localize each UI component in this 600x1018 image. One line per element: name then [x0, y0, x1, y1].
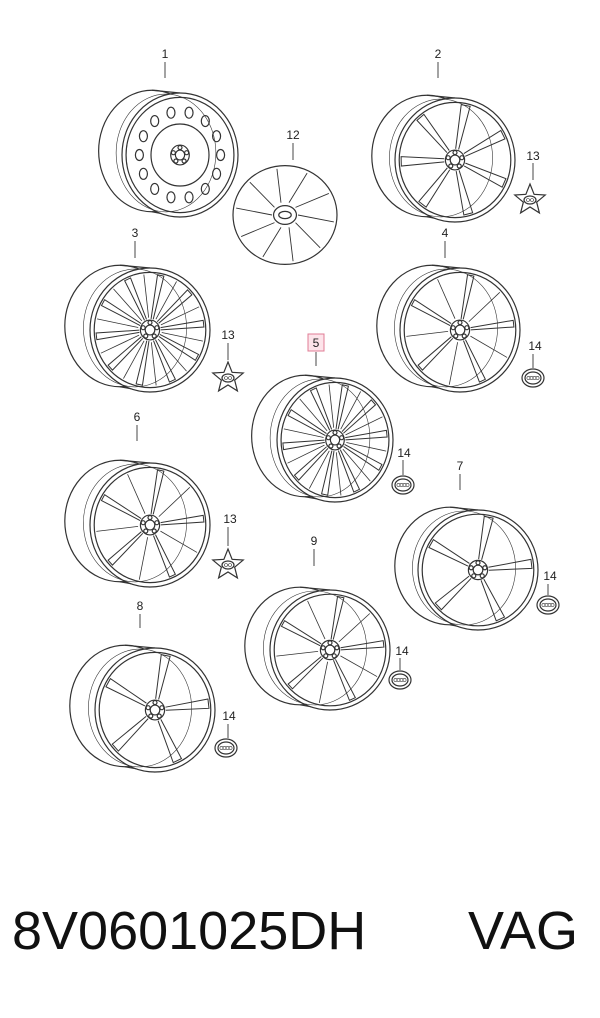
callout-1: 1	[162, 47, 169, 61]
wheel-3	[64, 264, 211, 393]
callout-13c: 13	[223, 512, 237, 526]
callout-6: 6	[134, 410, 141, 424]
center-cap-14-d	[214, 738, 238, 758]
callout-12: 12	[286, 128, 300, 142]
wheel-cover-12	[232, 165, 338, 266]
wheel-9	[244, 586, 391, 711]
wheel-4	[376, 264, 521, 393]
wheel-5	[251, 374, 394, 503]
callout-14b: 14	[397, 446, 411, 460]
center-cap-13-a	[513, 182, 547, 215]
callout-14e: 14	[222, 709, 236, 723]
callout-13a: 13	[526, 149, 540, 163]
highlighted-callout-box	[307, 333, 325, 352]
callout-4: 4	[442, 226, 449, 240]
part-number: 8V0601025DH	[12, 901, 367, 961]
center-cap-14-e	[388, 670, 412, 690]
wheel-2	[371, 94, 516, 223]
callout-13b: 13	[221, 328, 235, 342]
callout-14c: 14	[543, 569, 557, 583]
center-cap-13-c	[211, 547, 245, 580]
wheel-8	[69, 644, 216, 773]
center-cap-14-b	[391, 475, 415, 495]
callout-2: 2	[435, 47, 442, 61]
callout-9: 9	[311, 534, 318, 548]
wheel-1	[98, 89, 239, 218]
center-cap-14-a	[521, 368, 545, 388]
center-cap-14-c	[536, 595, 560, 615]
callout-14d: 14	[395, 644, 409, 658]
wheel-6	[64, 459, 211, 588]
brand-name: VAG	[468, 901, 579, 961]
callout-3: 3	[132, 226, 139, 240]
wheel-7	[394, 506, 539, 631]
center-cap-13-b	[211, 360, 245, 393]
callout-7: 7	[457, 459, 464, 473]
callout-5: 5	[313, 336, 320, 350]
callout-14a: 14	[528, 339, 542, 353]
callout-8: 8	[137, 599, 144, 613]
